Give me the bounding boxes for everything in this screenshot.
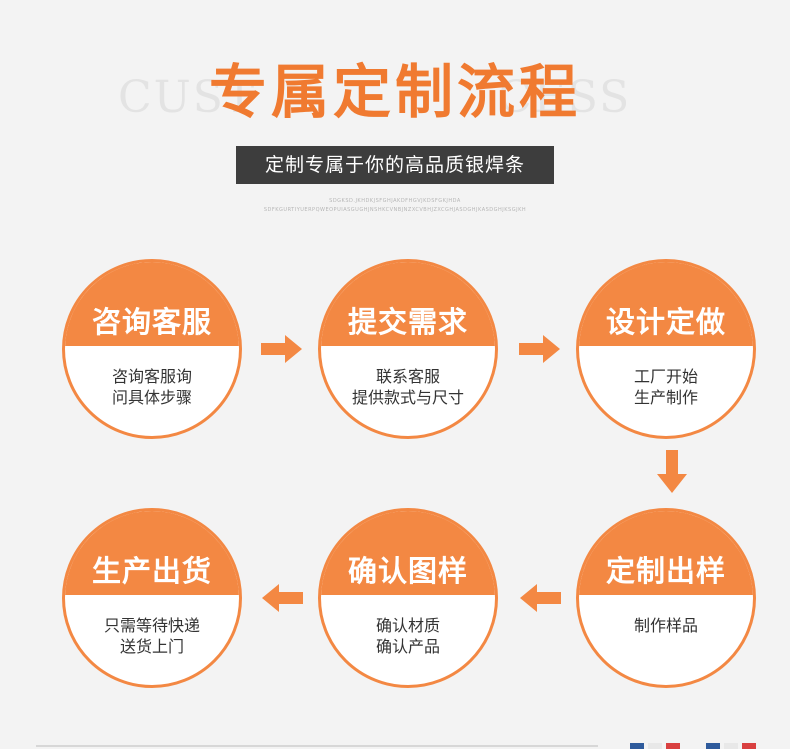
step-circle-sample: 定制出样 制作样品 [576,508,756,688]
step-description-line: 生产制作 [633,388,698,407]
step-description: 咨询客服询 问具体步骤 [65,366,239,408]
decorative-swatch [648,743,662,749]
decorative-swatch [742,743,756,749]
step-description-line: 送货上门 [119,637,184,656]
decorative-swatch [630,743,644,749]
subtitle-banner: 定制专属于你的高品质银焊条 [236,146,554,184]
step-description: 制作样品 [579,615,753,636]
step-title: 咨询客服 [91,305,212,339]
step-circle-header-bg [579,511,753,596]
step-description-line: 工厂开始 [633,367,698,386]
decorative-small-text-1: SDGKSD.JKHDKJSFGHJAKDFHGVJKDSFGKJHDA [329,198,461,204]
step-title: 提交需求 [347,305,468,339]
page-title: 专属定制流程 [208,58,581,126]
step-description-line: 确认产品 [375,637,440,656]
step-circle-design: 设计定做 工厂开始 生产制作 [576,259,756,439]
arrow-right-icon [519,335,560,363]
step-circle-header-bg [579,262,753,347]
arrow-left-icon [262,584,303,612]
step-title: 定制出样 [605,554,726,588]
decorative-swatch [706,743,720,749]
step-description: 联系客服 提供款式与尺寸 [321,366,495,408]
step-description-line: 问具体步骤 [111,388,192,407]
arrow-down-icon [657,450,687,493]
step-circle-header-bg [65,262,239,347]
step-description-line: 咨询客服询 [111,367,192,386]
decorative-swatch [724,743,738,749]
step-circle-confirm: 确认图样 确认材质 确认产品 [318,508,498,688]
step-description-line: 联系客服 [375,367,440,386]
decorative-swatch [666,743,680,749]
step-description-line: 制作样品 [633,616,698,635]
step-description: 确认材质 确认产品 [321,615,495,657]
step-circle-ship: 生产出货 只需等待快递 送货上门 [62,508,242,688]
step-circle-submit: 提交需求 联系客服 提供款式与尺寸 [318,259,498,439]
step-description-line: 只需等待快递 [103,616,200,635]
bottom-divider [36,745,598,747]
step-description: 工厂开始 生产制作 [579,366,753,408]
step-circle-header-bg [321,262,495,347]
step-circle-header-bg [65,511,239,596]
step-description: 只需等待快递 送货上门 [65,615,239,657]
decorative-small-text-2: SDFKGURTIYUERPQWEOPUIASGUGHJNSHKCVNBJNZX… [263,207,527,213]
step-description-line: 确认材质 [375,616,440,635]
step-circle-consult: 咨询客服 咨询客服询 问具体步骤 [62,259,242,439]
step-title: 生产出货 [91,554,212,588]
arrow-left-icon [520,584,561,612]
step-title: 确认图样 [347,554,468,588]
step-title: 设计定做 [605,305,726,339]
step-circle-header-bg [321,511,495,596]
step-description-line: 提供款式与尺寸 [351,388,464,407]
background-word-right: CESS [498,72,632,123]
arrow-right-icon [261,335,302,363]
background-word-left: CUST [118,72,257,123]
